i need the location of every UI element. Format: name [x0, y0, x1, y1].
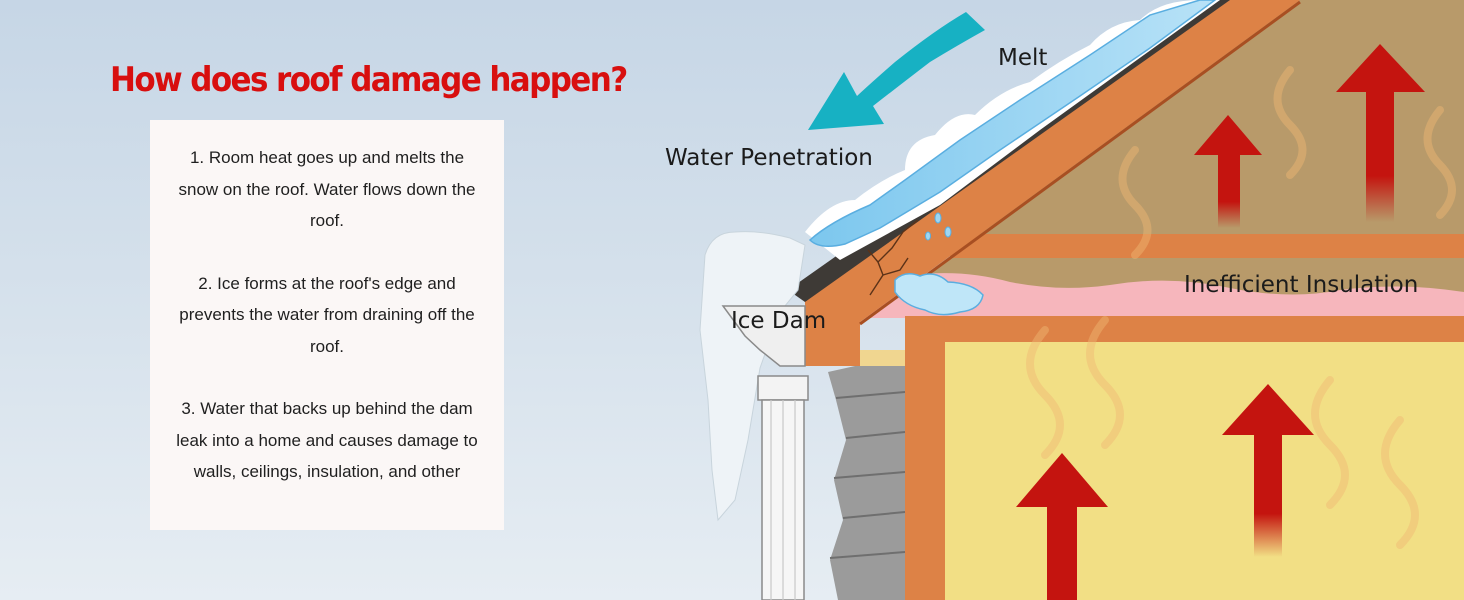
melt-flow-arrow — [808, 12, 985, 130]
heat-arrow-1 — [1336, 44, 1425, 222]
melt-label: Melt — [998, 45, 1048, 71]
top-plate — [905, 316, 1464, 342]
attic-beam — [950, 234, 1464, 258]
downspout-collar — [757, 375, 809, 401]
step-3-text: 3. Water that backs up behind the dam le… — [176, 399, 478, 481]
explanation-box: 1. Room heat goes up and melts the snow … — [150, 120, 504, 530]
attic-wall — [950, 0, 1464, 236]
inefficient-insulation-label: Inefficient Insulation — [1184, 272, 1419, 298]
heat-arrow-4 — [1016, 453, 1108, 600]
yellow-interior-wall — [945, 342, 1464, 600]
water-drips — [925, 212, 952, 241]
water-penetration-label: Water Penetration — [665, 145, 873, 171]
leak-puddle — [894, 273, 984, 316]
rafter-line — [859, 0, 1301, 326]
heat-waves — [1026, 66, 1456, 549]
page-title: How does roof damage happen? — [110, 60, 628, 100]
rafter-trim — [805, 0, 1300, 366]
heat-arrow-2 — [1194, 115, 1262, 228]
melt-water-stream — [808, 0, 1217, 247]
siding — [828, 355, 906, 600]
pink-insulation — [852, 273, 1464, 320]
ice-dam-label: Ice Dam — [731, 308, 827, 334]
wall-stud — [905, 342, 945, 600]
step-1-text: 1. Room heat goes up and melts the snow … — [178, 148, 476, 230]
gutter — [721, 305, 806, 367]
cracks — [867, 219, 919, 296]
heat-arrow-3 — [1222, 384, 1314, 557]
step-2-text: 2. Ice forms at the roof's edge and prev… — [179, 273, 475, 356]
ice-dam — [699, 231, 806, 522]
